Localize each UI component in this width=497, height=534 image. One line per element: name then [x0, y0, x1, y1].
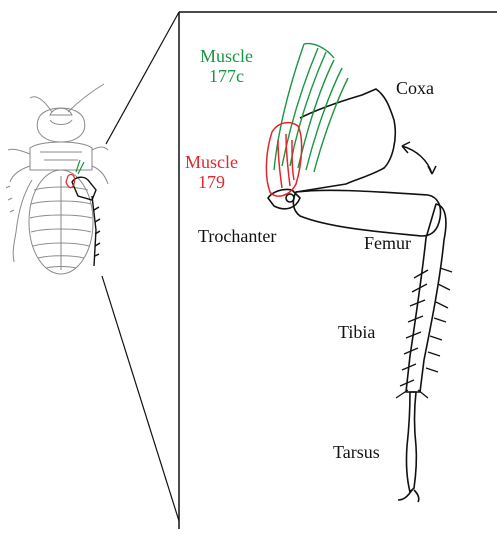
tibia-label: Tibia [338, 322, 375, 342]
muscle-177c-label: Muscle 177c [200, 46, 253, 86]
muscle-179-label: Muscle 179 [185, 152, 238, 192]
femur-segment [293, 190, 440, 236]
femur-label: Femur [364, 233, 411, 253]
tarsal-claw [398, 490, 419, 502]
highlighted-muscle-sketch [66, 160, 84, 188]
tarsus-label: Tarsus [333, 442, 380, 462]
leg-outline [268, 89, 446, 502]
coxa-label: Coxa [396, 78, 434, 98]
coxa-segment [296, 89, 395, 192]
zoom-line-top [106, 12, 179, 144]
cockroach-body-sketch [6, 84, 108, 274]
rotation-arrow-icon [402, 142, 436, 174]
tibia-spines [396, 268, 452, 398]
muscle-177c-fibers [274, 44, 348, 172]
muscle-177c-label-line2: 177c [200, 66, 253, 86]
muscle-179-label-line2: 179 [185, 172, 238, 192]
trochanter-label: Trochanter [198, 226, 276, 246]
tarsus-segment [406, 392, 416, 492]
zoom-line-bottom [102, 276, 179, 521]
tibia-segment [406, 204, 446, 392]
muscle-177c-label-line1: Muscle [200, 46, 253, 66]
muscle-179-label-line1: Muscle [185, 152, 238, 172]
